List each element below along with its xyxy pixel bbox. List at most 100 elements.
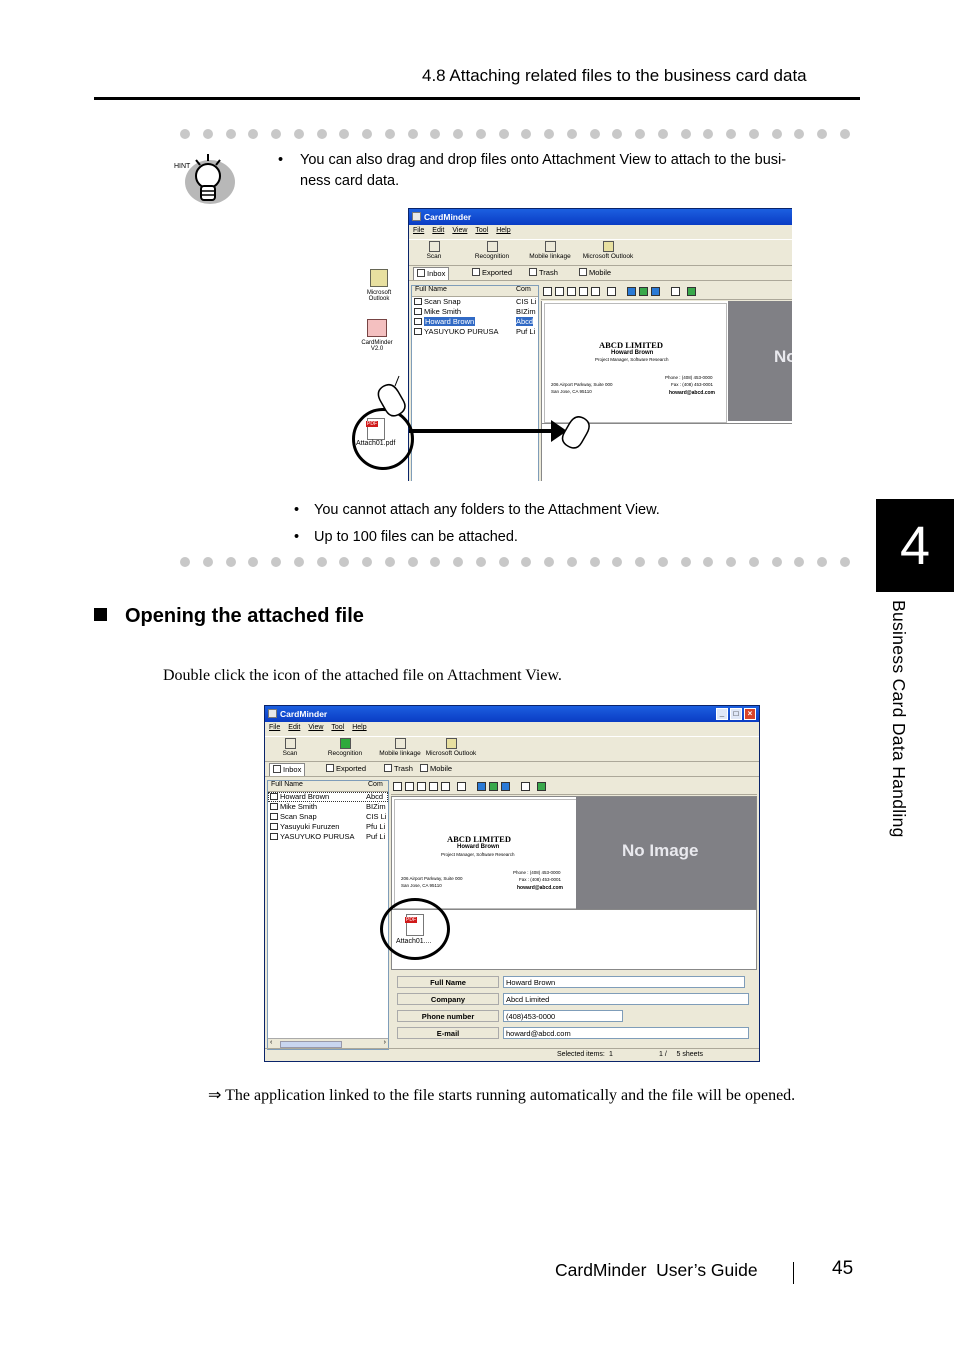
view-tool-icon[interactable] [543,287,552,296]
menu-file[interactable]: File [413,227,425,234]
view-tool-icon[interactable] [607,287,616,296]
view-tool-icon[interactable] [651,287,660,296]
recognition-button[interactable]: Recognition [321,737,369,757]
main-toolbar: Scan Recognition Mobile linkage Microsof… [265,736,759,762]
tab-mobile[interactable]: Mobile [417,763,455,775]
view-tool-icon[interactable] [521,782,530,791]
view-tool-icon[interactable] [537,782,546,791]
tab-exported[interactable]: Exported [323,763,369,775]
scroll-right-icon[interactable]: › [383,1039,386,1046]
menu-tool[interactable]: Tool [475,227,489,234]
page-number: 45 [832,1258,854,1279]
close-button[interactable]: × [744,708,756,720]
view-tool-icon[interactable] [639,287,648,296]
view-tool-icon[interactable] [393,782,402,791]
phone-number-field[interactable]: (408)453-0000 [503,1010,623,1022]
view-tool-icon[interactable] [405,782,414,791]
email-field[interactable]: howard@abcd.com [503,1027,749,1039]
zoom-out-icon[interactable] [591,287,600,296]
mobile-icon [579,268,587,276]
view-toolbar [391,780,757,795]
view-tool-icon[interactable] [477,782,486,791]
window-titlebar: CardMinder [409,209,792,225]
outlook-icon [370,269,388,287]
view-tool-icon[interactable] [627,287,636,296]
menu-edit[interactable]: Edit [432,227,445,234]
mobile-linkage-icon [394,738,406,749]
scan-button[interactable]: Scan [275,737,305,757]
tab-trash[interactable]: Trash [381,763,416,775]
outlook-button[interactable]: Microsoft Outlook [577,240,639,260]
attachment-highlight [380,898,450,960]
full-name-field[interactable]: Howard Brown [503,976,745,988]
view-tool-icon[interactable] [489,782,498,791]
tab-exported[interactable]: Exported [469,267,515,279]
outlook-button[interactable]: Microsoft Outlook [423,737,479,757]
view-tool-icon[interactable] [501,782,510,791]
scan-button[interactable]: Scan [419,240,449,260]
exported-icon [472,268,480,276]
menu-tool[interactable]: Tool [331,724,345,731]
mobile-linkage-button[interactable]: Mobile linkage [527,240,573,260]
view-tool-icon[interactable] [555,287,564,296]
pdf-file-icon[interactable] [366,418,385,440]
menu-help[interactable]: Help [352,724,367,731]
view-tool-icon[interactable] [457,782,466,791]
hint-tip-line1: You can also drag and drop files onto At… [300,152,787,168]
hint-note-folders: •You cannot attach any folders to the At… [294,502,660,518]
folder-tabs: Inbox Exported Trash Mobile [265,762,759,777]
mobile-linkage-button[interactable]: Mobile linkage [377,737,423,757]
column-company[interactable]: Com [368,781,383,788]
maximize-button[interactable]: □ [730,708,742,720]
menu-file[interactable]: File [269,724,281,731]
footer-guide-title: CardMinder User’s Guide [555,1260,758,1280]
view-tool-icon[interactable] [567,287,576,296]
menu-help[interactable]: Help [496,227,511,234]
card-icon [270,793,278,800]
menu-edit[interactable]: Edit [288,724,301,731]
menu-view[interactable]: View [308,724,324,731]
column-full-name[interactable]: Full Name [271,781,303,788]
minimize-button[interactable]: _ [716,708,728,720]
drag-arrow [377,375,590,449]
square-bullet-icon [94,608,107,621]
column-company[interactable]: Com [516,286,531,293]
zoom-out-icon[interactable] [441,782,450,791]
view-tool-icon[interactable] [417,782,426,791]
hint-bottom-dotted-divider [180,557,850,567]
scrollbar-thumb[interactable] [280,1041,342,1048]
view-tool-icon[interactable] [671,287,680,296]
view-tool-icon[interactable] [687,287,696,296]
tab-trash[interactable]: Trash [526,267,561,279]
horizontal-scrollbar[interactable]: ‹ › [268,1038,388,1049]
recognition-button[interactable]: Recognition [467,240,517,260]
view-toolbar [541,285,792,300]
zoom-in-icon[interactable] [429,782,438,791]
scroll-left-icon[interactable]: ‹ [270,1039,273,1046]
section-heading: Opening the attached file [94,605,364,628]
column-full-name[interactable]: Full Name [415,286,447,293]
tab-inbox[interactable]: Inbox [269,763,306,776]
zoom-in-icon[interactable] [579,287,588,296]
menu-view[interactable]: View [452,227,468,234]
header-rule [94,97,860,100]
tab-inbox[interactable]: Inbox [413,267,450,280]
main-toolbar: Scan Recognition Mobile linkage Microsof… [409,239,792,266]
tab-mobile[interactable]: Mobile [576,267,614,279]
card-icon [414,298,422,305]
app-icon [268,709,277,718]
inbox-icon [273,765,281,773]
company-field[interactable]: Abcd Limited [503,993,749,1005]
dragged-file-label: Attach01.pdf [356,440,396,447]
